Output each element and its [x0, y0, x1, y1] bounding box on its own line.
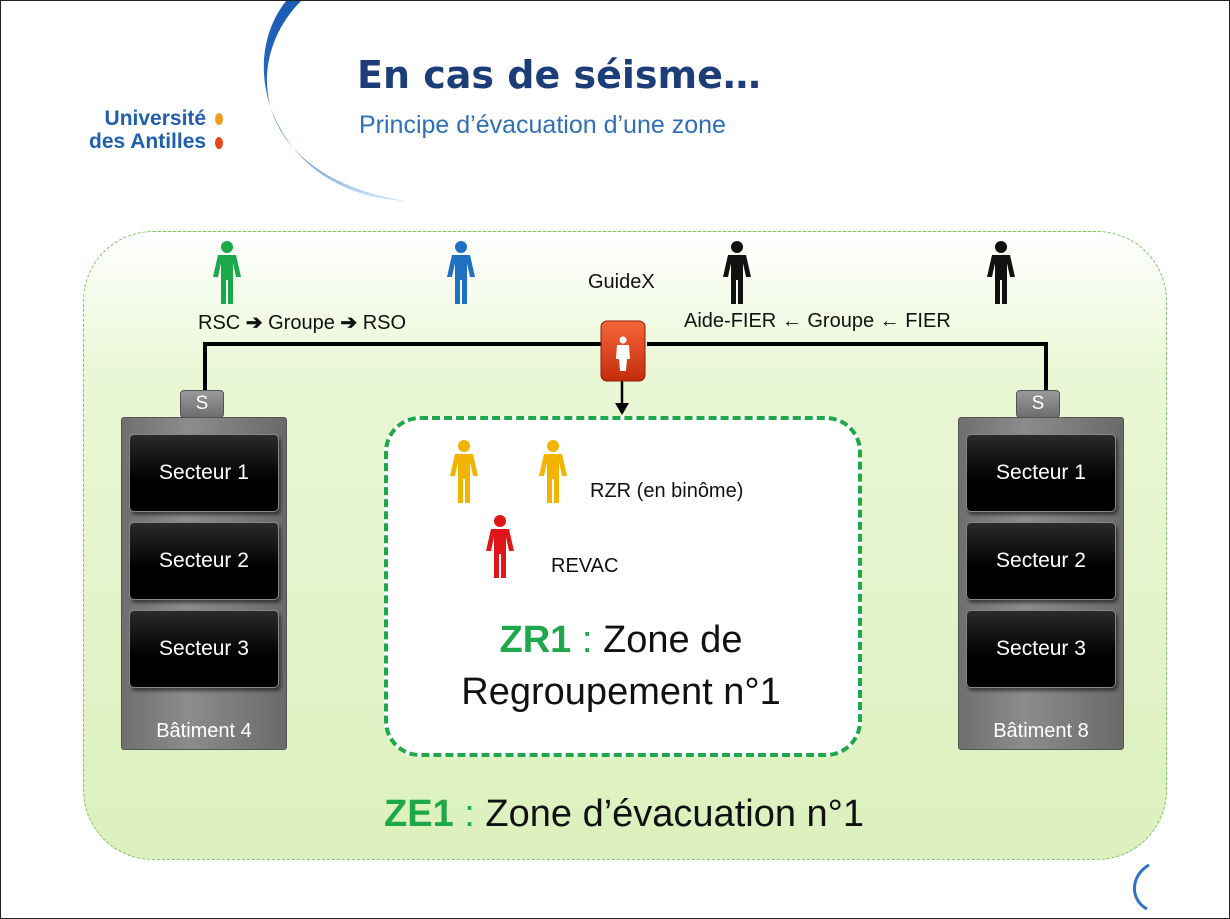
university-logo: Université des Antilles [89, 107, 206, 153]
aide-fier-person-icon [723, 241, 751, 304]
ze-code: ZE1 [384, 793, 454, 835]
revac-person-icon [486, 515, 514, 578]
arrow-right-icon: ➔ [340, 312, 358, 334]
left-group-label: Groupe [268, 312, 335, 334]
rsc-label: RSC [198, 312, 241, 334]
building-8-sector-3: Secteur 3 [966, 610, 1116, 688]
fier-label: FIER [905, 310, 951, 332]
rsc-person-icon [213, 241, 241, 304]
aide-fier-label: Aide-FIER [684, 310, 777, 332]
page-title: En cas de séisme… [357, 53, 761, 97]
zr-separator: : [581, 619, 593, 661]
arrow-left-icon: ← [879, 310, 900, 332]
rso-person-icon [447, 241, 475, 304]
left-flow: RSC ➔ Groupe ➔ RSO [198, 310, 406, 335]
building-8-name: Bâtiment 8 [993, 720, 1089, 742]
building-4-sector-3: Secteur 3 [129, 610, 279, 688]
rzr-label: RZR (en binôme) [590, 480, 744, 502]
stair-box-left: S [180, 390, 224, 418]
logo-line-1: Université [104, 107, 207, 130]
zr-title-line-1: ZR1 : Zone de [391, 614, 851, 666]
zr-line-1: Zone de [603, 619, 743, 661]
building-4-sector-1: Secteur 1 [129, 434, 279, 512]
rso-label: RSO [362, 312, 407, 334]
rzr-person-icon-2 [539, 440, 567, 503]
rzr-person-icon-1 [450, 440, 478, 503]
page-subtitle: Principe d’évacuation d’une zone [359, 111, 726, 139]
arrow-right-icon: ➔ [245, 312, 263, 334]
zr-line-2: Regroupement n°1 [461, 671, 781, 713]
ze-separator: : [464, 793, 475, 835]
right-group-label: Groupe [807, 310, 875, 332]
arrow-left-icon: ← [781, 310, 802, 332]
zr-code: ZR1 [499, 619, 572, 661]
building-4: Secteur 1 Secteur 2 Secteur 3 Bâtiment 4 [121, 417, 287, 750]
building-4-sector-2: Secteur 2 [129, 522, 279, 600]
ze-title: ZE1 : Zone d’évacuation n°1 [83, 793, 1165, 836]
logo-dots-icon [215, 113, 223, 149]
corner-arc [1133, 863, 1150, 911]
decorative-arc [263, 1, 406, 201]
revac-label: REVAC [551, 555, 619, 577]
stair-box-right: S [1016, 390, 1060, 418]
building-8: Secteur 1 Secteur 2 Secteur 3 Bâtiment 8 [958, 417, 1124, 750]
zr-title: ZR1 : Zone de Regroupement n°1 [391, 614, 851, 718]
building-4-name: Bâtiment 4 [156, 720, 252, 742]
right-flow: Aide-FIER ← Groupe ← FIER [684, 310, 951, 333]
ze-text: Zone d’évacuation n°1 [485, 793, 864, 835]
logo-line-2: des Antilles [89, 130, 207, 153]
building-8-sector-1: Secteur 1 [966, 434, 1116, 512]
fier-person-icon [987, 241, 1015, 304]
building-8-sector-2: Secteur 2 [966, 522, 1116, 600]
guidex-label: GuideX [588, 271, 655, 293]
guide-box [600, 320, 646, 382]
